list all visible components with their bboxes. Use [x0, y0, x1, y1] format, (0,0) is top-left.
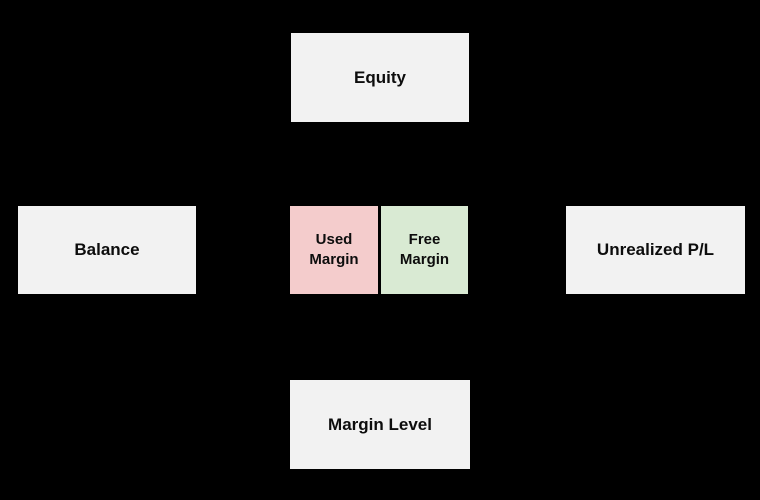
free-margin-box: Free Margin [381, 206, 468, 294]
unrealized-pl-box: Unrealized P/L [566, 206, 745, 294]
used-margin-box: Used Margin [290, 206, 378, 294]
margin-level-box: Margin Level [290, 380, 470, 469]
equity-box: Equity [291, 33, 469, 122]
balance-box: Balance [18, 206, 196, 294]
